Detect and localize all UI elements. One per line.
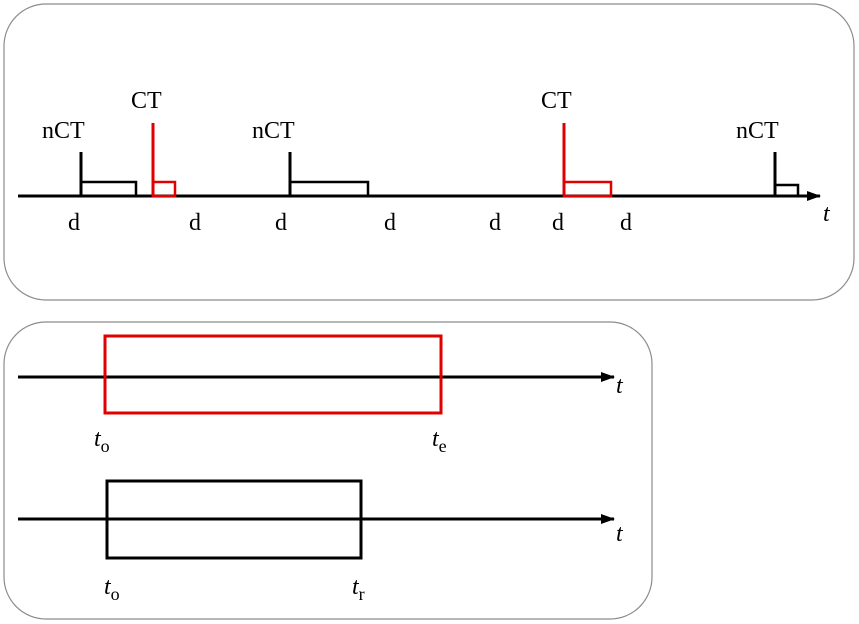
nct-interval-row: t to tr <box>18 479 624 604</box>
top-panel-frame <box>3 3 855 301</box>
event-nct-1: nCT <box>42 118 138 198</box>
d-label: d <box>275 210 287 236</box>
event-nct-3-duration <box>773 183 800 198</box>
event-nct-2-duration <box>288 180 370 198</box>
top-panel: t nCT CT nCT CT nCT <box>3 3 855 301</box>
nct-end-label: tr <box>352 574 365 604</box>
bottom-panel-frame <box>3 321 653 620</box>
event-nct-3: nCT <box>736 118 800 198</box>
d-label: d <box>189 210 201 236</box>
event-ct-2: CT <box>541 88 613 198</box>
d-label: d <box>384 210 396 236</box>
event-nct-3-label: nCT <box>736 118 779 144</box>
ct-interval-row: t to te <box>18 334 624 456</box>
event-ct-1-duration <box>151 180 177 198</box>
d-label: d <box>620 210 632 236</box>
event-nct-1-label: nCT <box>42 118 85 144</box>
event-nct-2: nCT <box>252 118 370 198</box>
top-axis-label: t <box>823 201 831 227</box>
nct-start-label: to <box>104 574 120 604</box>
event-nct-1-duration <box>79 180 138 198</box>
nct-interval-box <box>105 479 363 560</box>
bottom-panel: t to te t to tr <box>3 321 653 620</box>
event-nct-2-label: nCT <box>252 118 295 144</box>
event-ct-2-duration <box>562 180 613 198</box>
d-label: d <box>489 210 501 236</box>
event-ct-1-label: CT <box>131 88 162 114</box>
ct-interval-box <box>103 334 443 415</box>
event-ct-1: CT <box>131 88 177 198</box>
d-label: d <box>68 210 80 236</box>
event-ct-2-label: CT <box>541 88 572 114</box>
nct-row-axis-label: t <box>616 521 624 547</box>
ct-row-axis-label: t <box>616 373 624 399</box>
d-label: d <box>552 210 564 236</box>
ct-start-label: to <box>94 426 110 456</box>
ct-end-label: te <box>432 426 447 456</box>
